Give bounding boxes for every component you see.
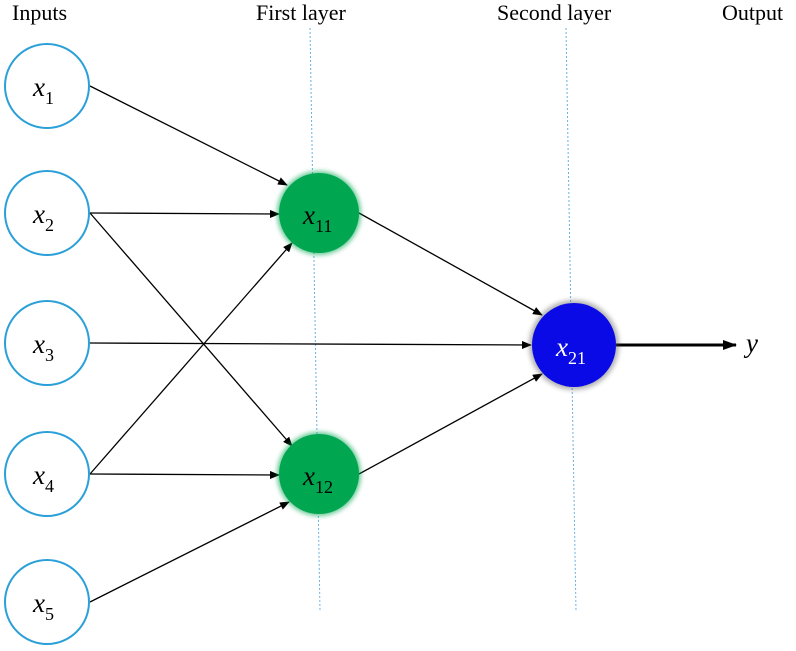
hidden-node-x11: x11 <box>277 171 361 255</box>
header-inputs: Inputs <box>12 0 67 25</box>
input-node-x5: x5 <box>4 559 90 645</box>
node-x5-base: x <box>32 588 45 618</box>
edge-x2-x12 <box>89 212 293 447</box>
svg-text:x3: x3 <box>32 329 54 365</box>
node-x21-base: x <box>555 332 568 362</box>
node-x11-sub: 11 <box>315 216 332 236</box>
header-second-layer: Second layer <box>497 0 612 25</box>
edge-x12-x21 <box>358 373 543 475</box>
edge-x11-x21 <box>358 212 543 316</box>
header-first-layer: First layer <box>256 0 346 25</box>
svg-text:x12: x12 <box>302 461 333 497</box>
edge-x2-x11 <box>89 209 280 218</box>
node-x1-sub: 1 <box>45 88 54 108</box>
input-node-x4: x4 <box>4 431 90 517</box>
node-x12-sub: 12 <box>315 477 333 497</box>
node-x3-sub: 3 <box>45 345 54 365</box>
node-x1-base: x <box>32 72 45 102</box>
node-x12-base: x <box>302 461 315 491</box>
node-x4-base: x <box>32 460 45 490</box>
input-node-x1: x1 <box>4 43 90 129</box>
hidden-node-x12: x12 <box>277 432 361 516</box>
edge-x3-x21 <box>89 340 532 349</box>
svg-text:x2: x2 <box>32 199 54 235</box>
svg-text:x11: x11 <box>302 200 332 236</box>
svg-text:x1: x1 <box>32 72 54 108</box>
connections <box>89 85 543 603</box>
node-x11-base: x <box>302 200 315 230</box>
header-output: Output <box>722 0 783 25</box>
input-node-x2: x2 <box>4 170 90 256</box>
edge-x5-x12 <box>89 501 290 603</box>
edge-x4-x12 <box>89 470 280 479</box>
edge-x4-x11 <box>89 242 293 475</box>
node-x2-sub: 2 <box>45 215 54 235</box>
node-x21-sub: 21 <box>568 348 586 368</box>
node-x2-base: x <box>32 199 45 229</box>
input-node-x3: x3 <box>4 300 90 386</box>
output-label-y: y <box>743 328 758 358</box>
svg-text:x21: x21 <box>555 332 586 368</box>
node-x4-sub: 4 <box>45 476 54 496</box>
edge-x1-x11 <box>89 85 288 186</box>
svg-text:x4: x4 <box>32 460 54 496</box>
output-node-x21: x21 <box>529 300 619 390</box>
svg-text:x5: x5 <box>32 588 54 624</box>
node-x3-base: x <box>32 329 45 359</box>
node-x5-sub: 5 <box>45 604 54 624</box>
first-layer-guide-line <box>309 27 321 613</box>
